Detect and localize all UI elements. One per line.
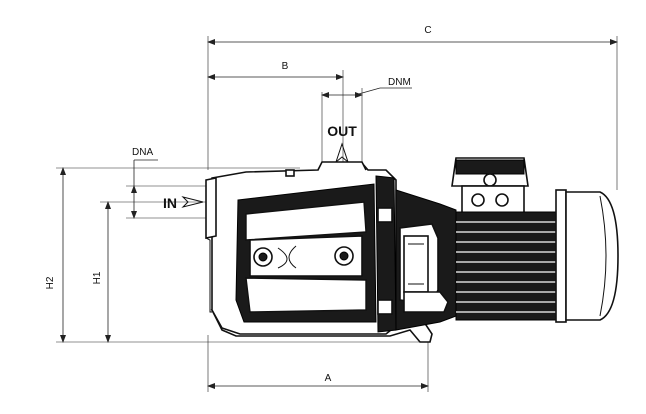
- pump-coupling: [395, 189, 457, 331]
- dimension-b-label: B: [282, 61, 289, 72]
- dimension-dna: DNA: [126, 147, 210, 219]
- motor-cooling-fins: [455, 211, 559, 321]
- inlet-arrow-icon: [181, 196, 204, 208]
- dimension-dna-label: DNA: [132, 147, 153, 158]
- outlet-arrow-icon: [334, 142, 350, 164]
- dimension-c: C: [207, 25, 618, 190]
- dimension-a: A: [207, 335, 429, 392]
- dimension-h2-label: H2: [45, 276, 56, 289]
- fan-cover: [565, 191, 619, 321]
- dimension-b: B: [207, 61, 344, 165]
- dimension-dnm: DNM: [321, 77, 412, 165]
- motor-fin-lines: [456, 221, 558, 313]
- dimension-h1: H1: [92, 201, 210, 343]
- outlet-label: OUT: [327, 123, 357, 139]
- dimension-a-label: A: [325, 373, 332, 384]
- dimension-dnm-label: DNM: [388, 77, 411, 88]
- dimension-h1-label: H1: [92, 271, 103, 284]
- outlet-indicator: OUT: [327, 123, 357, 164]
- inlet-indicator: IN: [163, 195, 204, 211]
- inlet-label: IN: [163, 195, 177, 211]
- bolt-icon: [258, 252, 268, 262]
- pump-housing: [205, 161, 433, 343]
- dimension-h2: H2: [45, 167, 430, 343]
- dimension-c-label: C: [424, 25, 431, 36]
- bolt-icon: [339, 251, 349, 261]
- motor: [451, 157, 619, 323]
